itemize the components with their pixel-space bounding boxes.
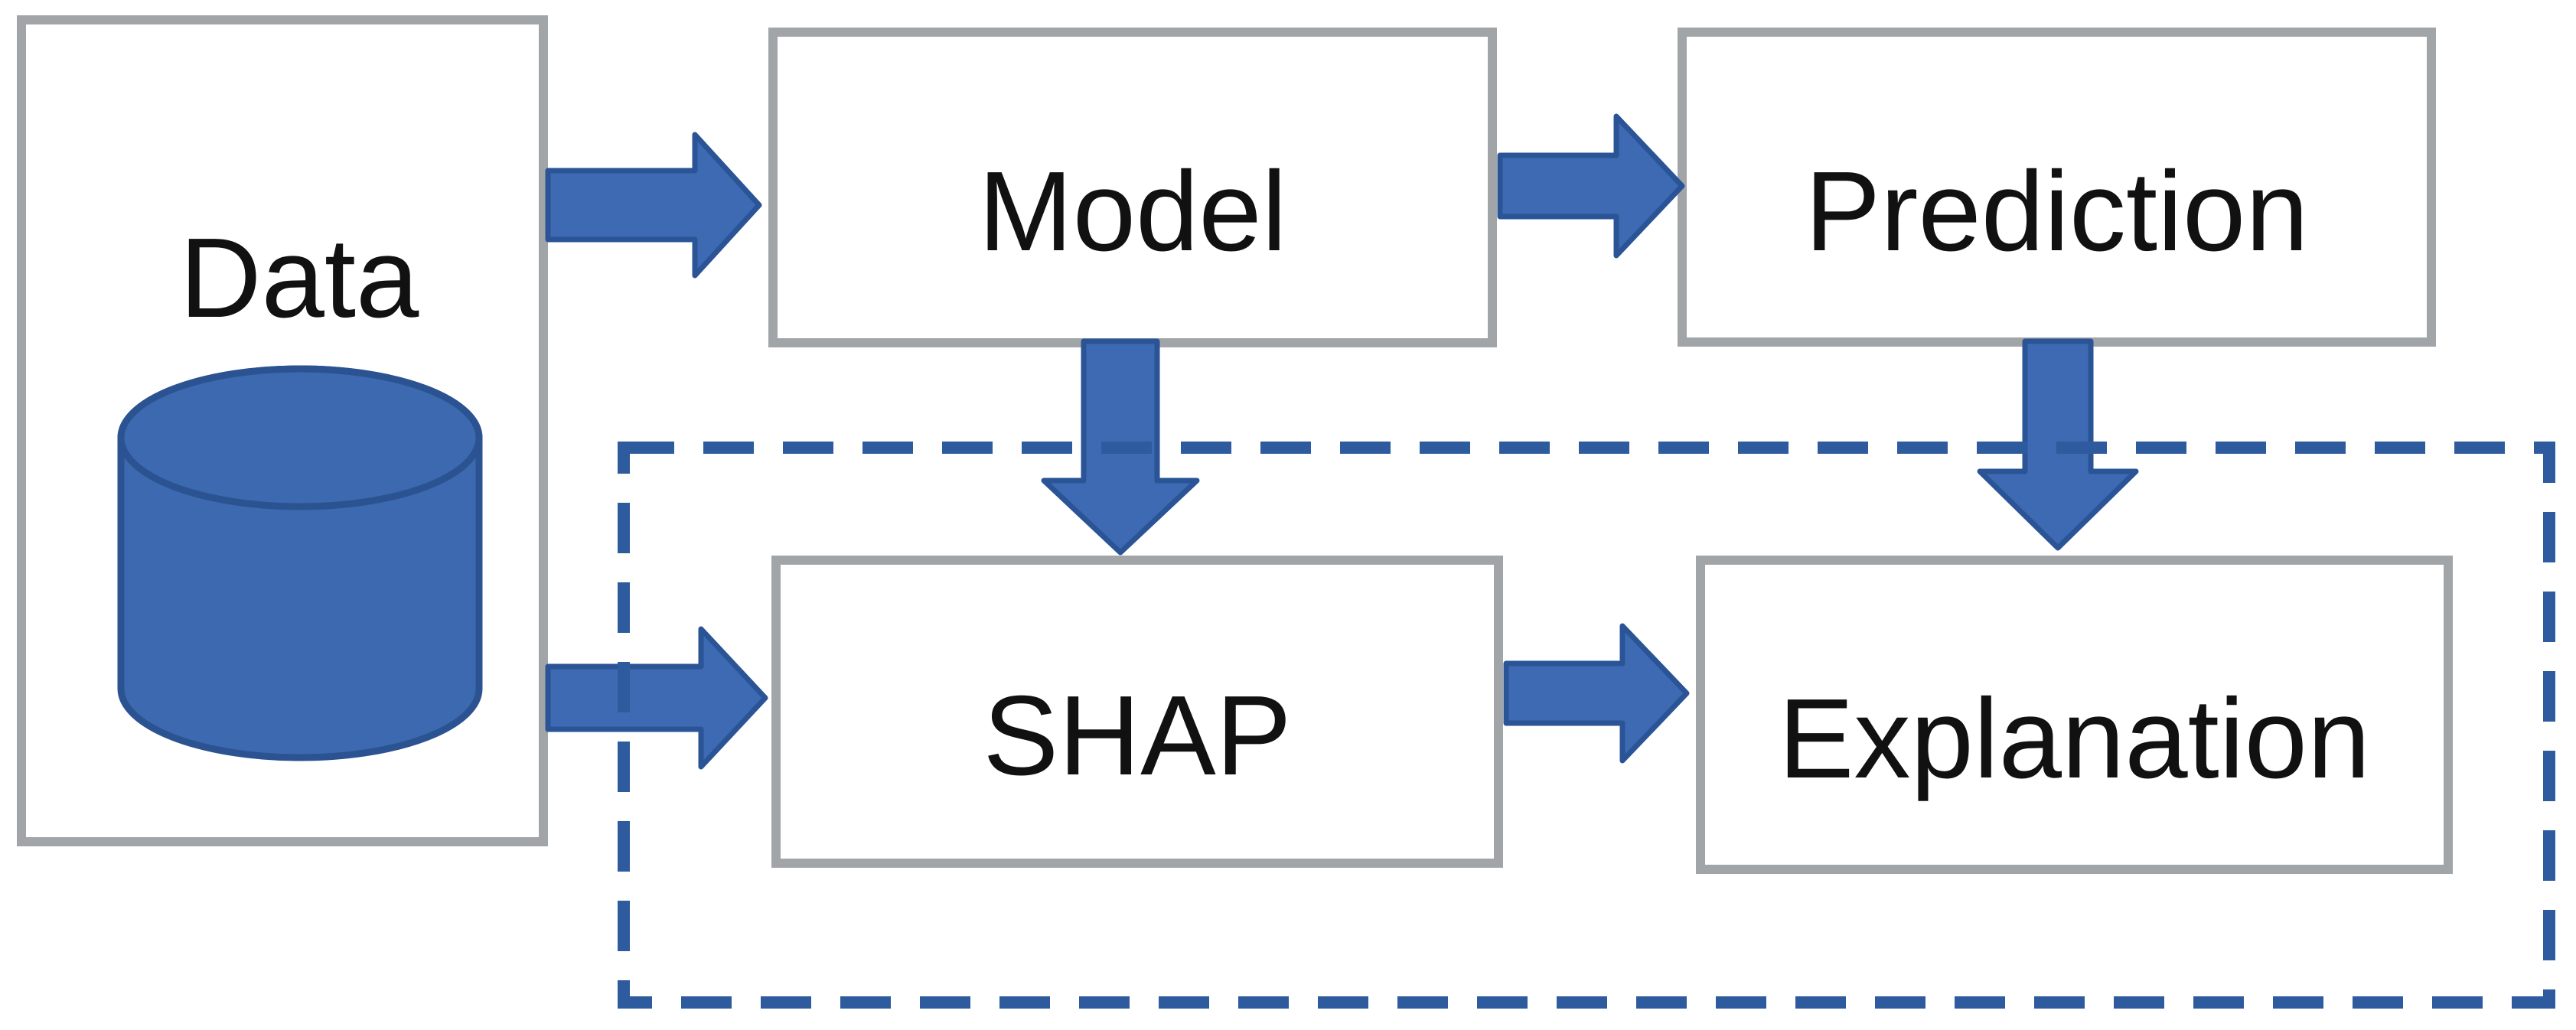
shap-node-box: SHAP: [771, 556, 1503, 868]
arrow-data-to-model: [545, 132, 762, 279]
arrow-shap-to-explanation: [1503, 623, 1690, 764]
prediction-node-box: Prediction: [1678, 28, 2436, 347]
explanation-node-label: Explanation: [1778, 676, 2371, 802]
data-node-box: Data: [17, 15, 548, 846]
arrow-model-to-prediction: [1497, 113, 1685, 259]
model-node-label: Model: [978, 148, 1287, 275]
data-node-label: Data: [179, 215, 419, 341]
arrow-model-down-to-shap: [1041, 338, 1200, 556]
model-node-box: Model: [768, 28, 1497, 347]
shap-node-label: SHAP: [983, 673, 1292, 799]
arrow-data-to-shap: [545, 626, 768, 770]
prediction-node-label: Prediction: [1805, 148, 2309, 275]
arrow-prediction-down-to-explanation: [1977, 338, 2139, 551]
explanation-node-box: Explanation: [1696, 556, 2453, 874]
